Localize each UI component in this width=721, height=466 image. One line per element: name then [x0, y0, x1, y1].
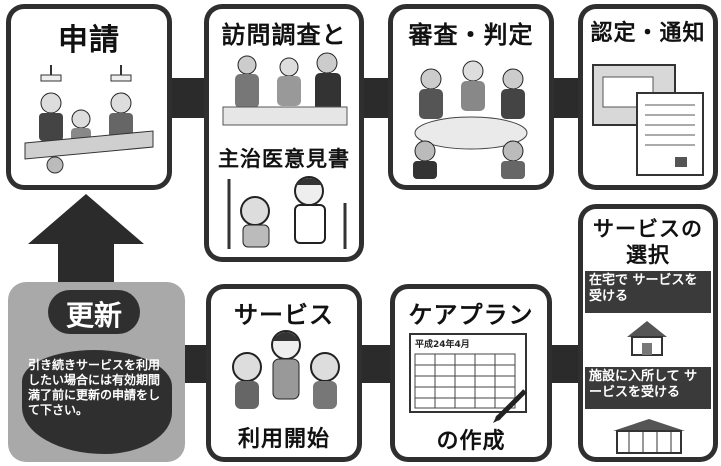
step-select-title-line1: サービスの: [593, 217, 703, 241]
calendar-grid: [414, 353, 516, 409]
calendar-header: 平成24年4月: [415, 340, 470, 350]
step-visit-card: 訪問調査と 主治医意見書: [204, 4, 364, 262]
doctor-patient-illustration: [227, 176, 347, 249]
step-review-title: 審査・判定: [408, 21, 534, 49]
committee-meeting-illustration: [413, 60, 528, 179]
house-icon: [627, 321, 667, 356]
reception-desk-illustration: [24, 65, 154, 174]
renew-title: 更新: [65, 299, 122, 332]
home-visit-illustration: [222, 52, 348, 126]
facility-building-icon: [613, 419, 685, 454]
step-service-start-card: サービス 利用開始: [206, 284, 362, 462]
step-service-start-subtitle: 利用開始: [237, 427, 330, 452]
step-select-card: サービスの 選択 在宅で サービスを受ける 施設に入所して サービスを受ける: [578, 204, 718, 462]
step-notify-title: 認定・通知: [590, 21, 706, 46]
family-illustration: [232, 330, 340, 409]
certificate-document-illustration: [592, 64, 704, 176]
step-service-start-title: サービス: [234, 301, 334, 329]
pen-icon: [493, 389, 527, 423]
renew-box: 更新 引き続きサービスを利用したい場合には有効期間満了前に更新の申請をして下さい…: [8, 282, 185, 462]
step-select-title-line2: 選択: [626, 243, 670, 267]
step-review-card: 審査・判定: [388, 4, 554, 190]
step-visit-title: 訪問調査と: [221, 21, 347, 49]
step-apply-card: 申請: [6, 4, 172, 190]
step-careplan-card: ケアプラン 平成24年4月 の作成: [390, 284, 552, 462]
renew-title-badge: 更新: [48, 290, 140, 334]
step-careplan-title: ケアプラン: [408, 301, 534, 329]
up-arrow-icon: [28, 194, 144, 284]
option-facility-label: 施設に入所して サービスを受ける: [585, 367, 711, 409]
step-notify-card: 認定・通知: [578, 4, 718, 190]
calendar-sheet: 平成24年4月: [409, 333, 527, 413]
step-careplan-subtitle: の作成: [436, 429, 506, 454]
step-visit-subtitle: 主治医意見書: [218, 147, 350, 171]
step-apply-title: 申請: [58, 23, 120, 58]
renew-note: 引き続きサービスを利用したい場合には有効期間満了前に更新の申請をして下さい。: [22, 350, 172, 454]
option-home-label: 在宅で サービスを受ける: [585, 271, 711, 313]
